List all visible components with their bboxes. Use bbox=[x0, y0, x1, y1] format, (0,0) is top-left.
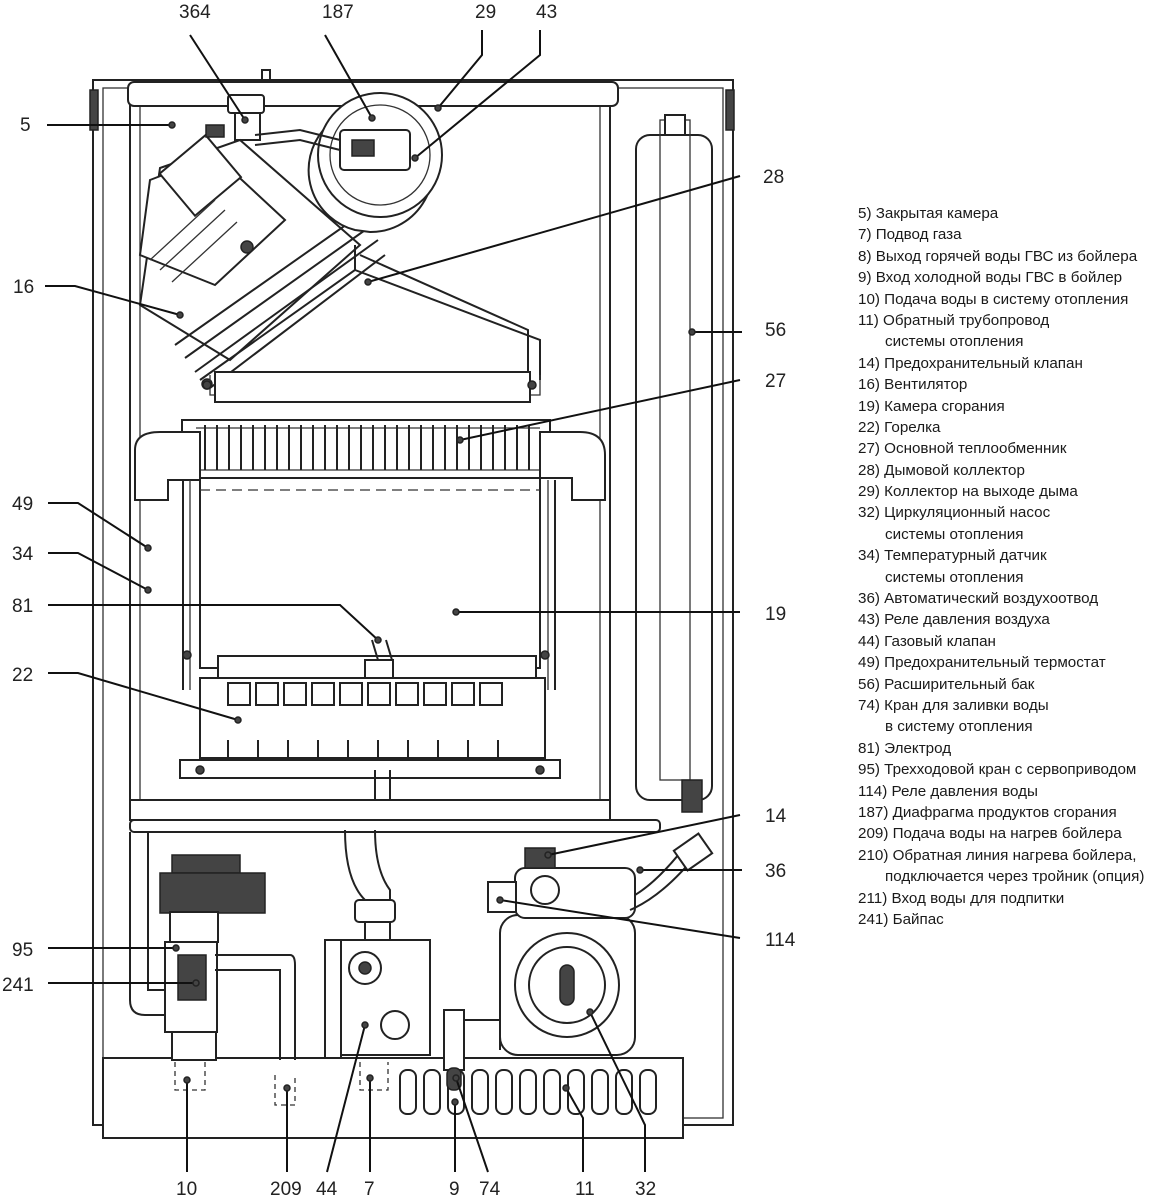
callout-27: 27 bbox=[765, 371, 786, 392]
legend-item: 28) Дымовой коллектор bbox=[858, 461, 1025, 479]
expansion-tank bbox=[635, 114, 713, 813]
callout-187: 187 bbox=[322, 2, 354, 23]
callout-11: 11 bbox=[575, 1179, 595, 1200]
circulation-pump bbox=[487, 832, 714, 1056]
callout-34: 34 bbox=[12, 544, 34, 565]
legend-item: 22) Горелка bbox=[858, 418, 941, 436]
callout-5: 5 bbox=[20, 115, 31, 136]
legend-item: 187) Диафрагма продуктов сгорания bbox=[858, 803, 1117, 821]
electrode bbox=[371, 639, 393, 661]
callout-74: 74 bbox=[479, 1179, 501, 1200]
heat-exchanger bbox=[134, 371, 606, 501]
legend-item: 114) Реле давления воды bbox=[858, 782, 1038, 800]
callout-19: 19 bbox=[765, 604, 786, 625]
legend-item: 8) Выход горячей воды ГВС из бойлера bbox=[858, 247, 1138, 265]
callout-32: 32 bbox=[635, 1179, 656, 1200]
combustion-chamber bbox=[182, 477, 556, 690]
legend-item: 7) Подвод газа bbox=[858, 226, 962, 244]
legend-item: 11) Обратный трубопровод bbox=[858, 311, 1050, 329]
callout-44: 44 bbox=[316, 1179, 338, 1200]
callout-43: 43 bbox=[536, 2, 557, 23]
legend-item: 14) Предохранительный клапан bbox=[858, 354, 1083, 372]
legend-item-continuation: системы отопления bbox=[885, 333, 1024, 351]
legend-item: 241) Байпас bbox=[858, 910, 944, 928]
callout-241: 241 bbox=[2, 975, 34, 996]
callout-9: 9 bbox=[449, 1179, 460, 1200]
callout-28: 28 bbox=[763, 167, 784, 188]
legend-item: 34) Температурный датчик bbox=[858, 547, 1047, 565]
callout-16: 16 bbox=[13, 277, 34, 298]
callout-56: 56 bbox=[765, 320, 786, 341]
legend-item: 16) Вентилятор bbox=[858, 376, 968, 394]
legend-item: 27) Основной теплообменник bbox=[858, 440, 1067, 458]
legend-item: 9) Вход холодной воды ГВС в бойлер bbox=[858, 269, 1123, 287]
legend-item-continuation: в систему отопления bbox=[885, 718, 1033, 736]
callout-14: 14 bbox=[765, 806, 787, 827]
callout-95: 95 bbox=[12, 940, 33, 961]
legend-item: 19) Камера сгорания bbox=[858, 397, 1005, 415]
callout-81: 81 bbox=[12, 596, 33, 617]
legend-item: 74) Кран для заливки воды bbox=[858, 696, 1049, 714]
legend-item: 43) Реле давления воздуха bbox=[858, 611, 1050, 629]
gas-valve bbox=[324, 829, 431, 1059]
flue-outlet-collector bbox=[205, 92, 443, 234]
leader-lines bbox=[45, 30, 742, 1173]
callout-36: 36 bbox=[765, 861, 786, 882]
legend-item-continuation: системы отопления bbox=[885, 568, 1024, 586]
legend-item: 5) Закрытая камера bbox=[858, 205, 999, 222]
legend-item: 29) Коллектор на выходе дыма bbox=[858, 483, 1078, 501]
legend-item: 49) Предохранительный термостат bbox=[858, 654, 1106, 672]
callout-114: 114 bbox=[765, 930, 796, 951]
legend-item: 95) Трехходовой кран с сервоприводом bbox=[858, 761, 1137, 779]
callout-29: 29 bbox=[475, 2, 496, 23]
legend-item: 210) Обратная линия нагрева бойлера, bbox=[858, 846, 1137, 864]
heat-exchanger-fins bbox=[204, 425, 530, 470]
bottom-vents bbox=[399, 1069, 657, 1115]
legend-item-continuation: системы отопления bbox=[885, 525, 1024, 543]
legend-item: 10) Подача воды в систему отопления bbox=[858, 290, 1129, 308]
parts-legend: 5) Закрытая камера 7) Подвод газа 8) Вых… bbox=[858, 203, 1157, 930]
burner bbox=[179, 655, 561, 800]
fan bbox=[138, 133, 386, 390]
legend-item: 81) Электрод bbox=[858, 739, 952, 757]
three-way-valve bbox=[129, 832, 296, 1061]
legend-item: 44) Газовый клапан bbox=[858, 632, 996, 650]
callout-364: 364 bbox=[179, 2, 211, 23]
legend-item: 36) Автоматический воздухоотвод bbox=[858, 590, 1099, 608]
callout-10: 10 bbox=[176, 1179, 197, 1200]
callout-7: 7 bbox=[364, 1179, 375, 1200]
legend-item: 209) Подача воды на нагрев бойлера bbox=[858, 825, 1122, 843]
bottom-frame bbox=[102, 799, 684, 1139]
callout-49: 49 bbox=[12, 494, 33, 515]
callout-numbers: 364 187 29 43 5 28 16 56 27 49 34 81 19 … bbox=[2, 2, 796, 1200]
legend-item: 32) Циркуляционный насос bbox=[858, 504, 1051, 522]
legend-item: 56) Расширительный бак bbox=[858, 675, 1035, 693]
legend-item-continuation: подключается через тройник (опция) bbox=[885, 868, 1145, 886]
legend-item: 211) Вход воды для подпитки bbox=[858, 889, 1065, 907]
callout-209: 209 bbox=[270, 1179, 302, 1200]
burner-ports bbox=[227, 682, 503, 706]
callout-22: 22 bbox=[12, 665, 33, 686]
